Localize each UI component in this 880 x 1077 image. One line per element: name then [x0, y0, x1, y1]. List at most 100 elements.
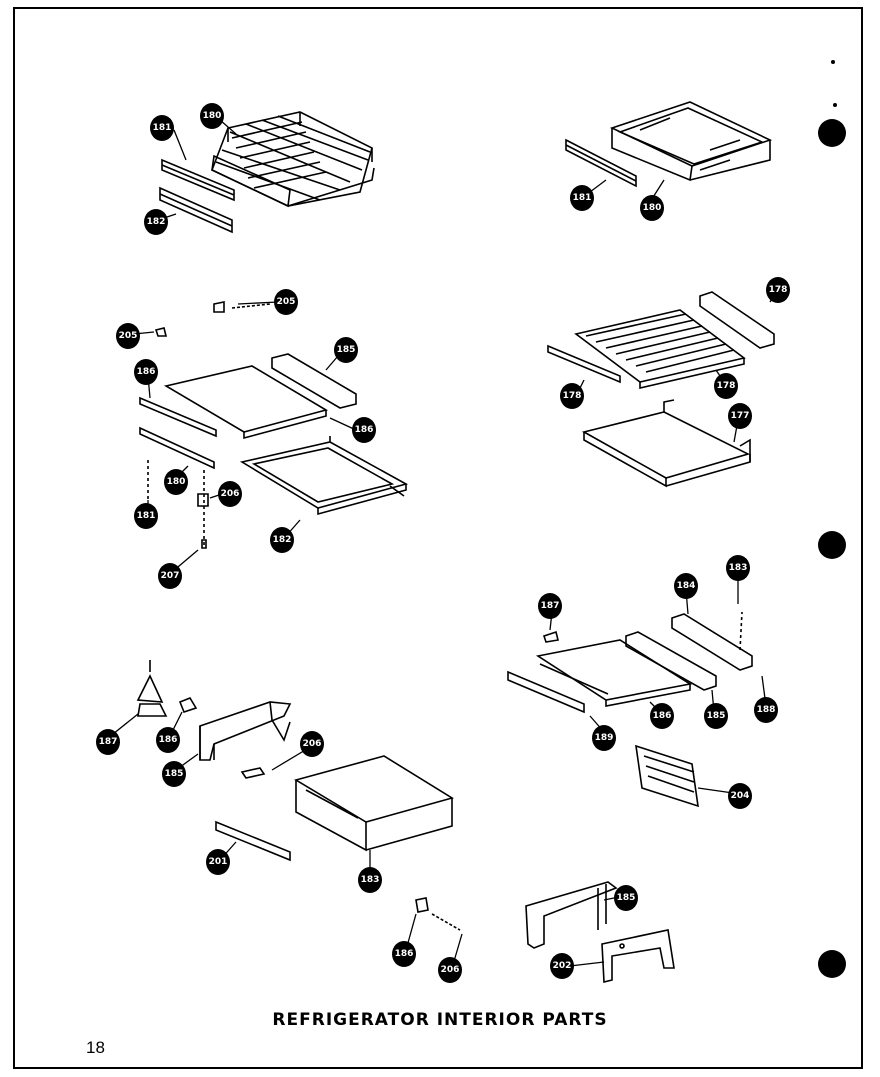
- callout-text: 183: [361, 875, 380, 885]
- callout-label: 186: [392, 941, 416, 967]
- page-number: 18: [86, 1038, 105, 1057]
- callout-text: 201: [209, 857, 228, 867]
- leader-lines: [107, 119, 777, 969]
- callout-text: 185: [165, 769, 184, 779]
- meat-drawer-cover: [199, 701, 292, 761]
- callout-label: 182: [144, 209, 168, 235]
- callout-label: 186: [352, 417, 376, 443]
- binder-hole-middle: [818, 531, 846, 559]
- callout-label: 185: [162, 761, 186, 787]
- bottom-cover-bracket: [525, 881, 618, 949]
- callout-label: 182: [270, 527, 294, 553]
- hinge-bracket: [415, 897, 461, 931]
- small-fasteners-left: [147, 301, 271, 549]
- shelf-trim-front: [139, 396, 217, 438]
- callout-text: 178: [769, 285, 788, 295]
- basket-rail-lower: [159, 186, 233, 234]
- binder-hole-bottom: [818, 950, 846, 978]
- callout-text: 177: [731, 411, 750, 421]
- callout-label: 181: [570, 185, 594, 211]
- callout-label: 178: [766, 277, 790, 303]
- callout-text: 186: [653, 711, 672, 721]
- callout-label: 177: [728, 403, 752, 429]
- drawer-front-panel: [635, 744, 699, 808]
- callout-label: 186: [156, 727, 180, 753]
- callout-label: 206: [218, 481, 242, 507]
- crisper-rail: [565, 138, 637, 188]
- bottom-plate: [601, 929, 675, 984]
- callout-text: 207: [161, 571, 180, 581]
- callout-label: 187: [538, 593, 562, 619]
- callout-label: 183: [726, 555, 750, 581]
- binder-hole-top: [818, 119, 846, 147]
- callout-label: 185: [704, 703, 728, 729]
- callout-text: 182: [147, 217, 166, 227]
- shelf-bracket-small: [542, 630, 559, 643]
- callout-label: 207: [158, 563, 182, 589]
- callout-text: 206: [441, 965, 460, 975]
- callout-text: 206: [303, 739, 322, 749]
- callout-text: 185: [617, 893, 636, 903]
- wire-basket: [210, 111, 375, 208]
- callout-label: 186: [650, 703, 674, 729]
- callout-text: 181: [573, 193, 592, 203]
- page-title: REFRIGERATOR INTERIOR PARTS: [272, 1010, 608, 1030]
- shelf-support-rail: [139, 426, 215, 470]
- lower-shelf-trim-front: [507, 670, 585, 714]
- callout-text: 183: [729, 563, 748, 573]
- callout-label: 201: [206, 849, 230, 875]
- callout-text: 189: [595, 733, 614, 743]
- callout-text: 202: [553, 961, 572, 971]
- shelf-frame-right: [581, 399, 751, 488]
- callout-label: 205: [116, 323, 140, 349]
- crisper-pan: [609, 101, 773, 182]
- lower-shelf-trim-mid: [625, 631, 717, 691]
- callout-label: 180: [164, 469, 188, 495]
- callout-text: 180: [203, 111, 222, 121]
- callout-text: 182: [273, 535, 292, 545]
- callout-text: 206: [221, 489, 240, 499]
- callout-text: 205: [119, 331, 138, 341]
- callout-label: 185: [334, 337, 358, 363]
- callout-label: 185: [614, 885, 638, 911]
- callout-label: 204: [728, 783, 752, 809]
- callout-label: 178: [560, 383, 584, 409]
- drawer-rail: [215, 820, 291, 862]
- callout-text: 184: [677, 581, 696, 591]
- callout-label: 206: [300, 731, 324, 757]
- small-clip-left: [178, 697, 266, 779]
- callout-text: 188: [757, 705, 776, 715]
- callout-text: 180: [643, 203, 662, 213]
- glass-shelf: [163, 365, 329, 440]
- shelf-trim-rear: [271, 353, 357, 409]
- callout-label: 178: [714, 373, 738, 399]
- callout-label: 188: [754, 697, 778, 723]
- callout-text: 186: [137, 367, 156, 377]
- callout-label: 186: [134, 359, 158, 385]
- callout-label: 183: [358, 867, 382, 893]
- drawer-pan: [293, 755, 454, 852]
- callout-text: 180: [167, 477, 186, 487]
- glass-shelf-lower: [535, 639, 693, 707]
- callout-text: 187: [541, 601, 560, 611]
- callout-text: 181: [137, 511, 156, 521]
- wire-shelf: [574, 309, 746, 390]
- callout-label: 205: [274, 289, 298, 315]
- callout-text: 185: [337, 345, 356, 355]
- callout-text: 186: [355, 425, 374, 435]
- shelf-frame: [239, 436, 409, 516]
- callout-label: 187: [96, 729, 120, 755]
- callout-text: 178: [717, 381, 736, 391]
- callout-text: 187: [99, 737, 118, 747]
- basket-rail-upper: [161, 158, 235, 202]
- callout-text: 205: [277, 297, 296, 307]
- callout-text: 204: [731, 791, 750, 801]
- callout-label: 180: [640, 195, 664, 221]
- callout-label: 181: [150, 115, 174, 141]
- wire-shelf-rail-rear: [699, 291, 775, 349]
- callout-text: 181: [153, 123, 172, 133]
- callout-text: 185: [707, 711, 726, 721]
- callout-label: 184: [674, 573, 698, 599]
